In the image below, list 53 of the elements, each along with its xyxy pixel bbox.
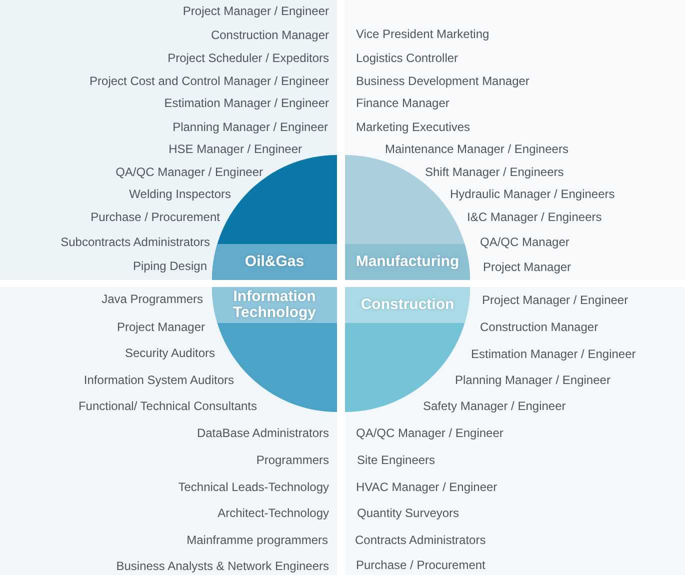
job-title: Marketing Executives	[356, 119, 470, 135]
job-title: Purchase / Procurement	[90, 209, 220, 225]
job-title: Subcontracts Administrators	[60, 234, 210, 250]
job-title: Logistics Controller	[356, 50, 458, 66]
job-title: Business Development Manager	[356, 73, 530, 89]
job-title: Hydraulic Manager / Engineers	[450, 186, 615, 202]
job-title: HSE Manager / Engineer	[168, 141, 302, 157]
job-title: Project Manager / Engineer	[482, 292, 628, 308]
category-label: Oil&Gas	[244, 254, 304, 270]
quadrant-panel	[345, 287, 685, 575]
job-title: Construction Manager	[210, 27, 329, 43]
job-title: Planning Manager / Engineer	[455, 372, 610, 388]
job-title: QA/QC Manager / Engineer	[356, 425, 504, 441]
job-title: Information System Auditors	[84, 372, 234, 388]
job-title: DataBase Administrators	[196, 425, 329, 441]
job-title: Functional/ Technical Consultants	[78, 398, 257, 414]
job-title: Site Engineers	[357, 452, 436, 468]
category-label: Manufacturing	[356, 254, 460, 270]
job-title: Quantity Surveyors	[357, 505, 460, 521]
job-title: Estimation Manager / Engineer	[471, 346, 636, 362]
job-title: Planning Manager / Engineer	[172, 119, 328, 135]
job-title: Vice President Marketing	[356, 26, 490, 42]
job-title: Technical Leads-Technology	[178, 479, 329, 495]
job-title: Project Cost and Control Manager / Engineer	[90, 73, 329, 89]
job-title: Architect-Technology	[218, 505, 329, 521]
job-title: Project Manager / Engineer	[182, 3, 329, 19]
job-title: Welding Inspectors	[129, 186, 231, 202]
job-title: I&C Manager / Engineers	[467, 209, 602, 225]
job-title: Purchase / Procurement	[356, 557, 486, 573]
job-title: Project Manager	[116, 319, 205, 335]
category-label: Information Technology	[232, 289, 318, 321]
job-title: Project Manager	[483, 259, 572, 275]
job-title: Construction Manager	[480, 319, 598, 335]
job-title: QA/QC Manager / Engineer	[116, 164, 263, 180]
quadrant-panel	[0, 0, 337, 280]
job-title: Finance Manager	[356, 95, 450, 111]
job-title: Estimation Manager / Engineer	[164, 95, 329, 111]
category-label: Construction	[360, 297, 454, 313]
quadrant-panel	[345, 0, 685, 280]
job-title: Business Analysts & Network Engineers	[116, 558, 329, 574]
job-title: Java Programmers	[102, 291, 203, 307]
job-title: Security Auditors	[124, 345, 215, 361]
job-title: Piping Design	[132, 258, 207, 274]
job-title: QA/QC Manager	[480, 234, 570, 250]
job-title: Contracts Administrators	[355, 532, 486, 548]
job-title: Shift Manager / Engineers	[425, 164, 564, 180]
job-title: Programmers	[256, 452, 329, 468]
job-title: HVAC Manager / Engineer	[356, 479, 498, 495]
job-title: Project Scheduler / Expeditors	[168, 50, 329, 66]
job-title: Maintenance Manager / Engineers	[385, 141, 568, 157]
quadrant-panel	[0, 287, 337, 575]
job-title: Mainframme programmers	[186, 532, 328, 548]
job-title: Safety Manager / Engineer	[423, 398, 566, 414]
